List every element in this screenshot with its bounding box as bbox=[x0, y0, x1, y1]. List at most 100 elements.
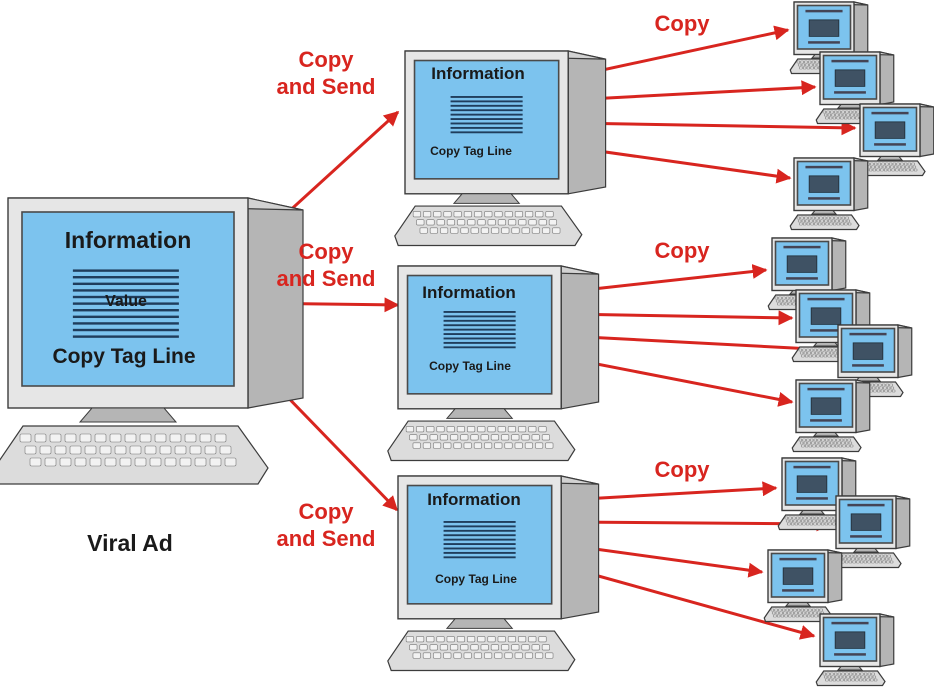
keyboard-key bbox=[826, 441, 830, 445]
keyboard-key bbox=[514, 652, 523, 659]
keyboard-key bbox=[851, 678, 855, 682]
keyboard-key bbox=[826, 216, 831, 220]
keyboard-key bbox=[884, 557, 889, 561]
screen-title-mark bbox=[805, 9, 843, 13]
keyboard-key bbox=[888, 389, 892, 393]
keyboard-key bbox=[792, 516, 796, 520]
keyboard-key bbox=[531, 644, 540, 651]
keyboard-key bbox=[817, 522, 821, 526]
keyboard-key bbox=[828, 438, 833, 442]
keyboard-key bbox=[497, 426, 506, 433]
keyboard-key bbox=[412, 211, 421, 218]
keyboard-key bbox=[831, 113, 835, 117]
screen-text-line bbox=[72, 289, 179, 292]
keyboard-key bbox=[144, 445, 157, 455]
mid-2-information-text: Information bbox=[422, 283, 516, 302]
screen-text-line bbox=[443, 328, 516, 331]
keyboard-key bbox=[463, 442, 472, 449]
keyboard-key bbox=[433, 211, 442, 218]
keyboard-key bbox=[822, 441, 826, 445]
keyboard-key bbox=[851, 557, 855, 561]
keyboard-key bbox=[470, 227, 479, 234]
keyboard-key bbox=[790, 611, 795, 615]
keyboard-key bbox=[910, 168, 914, 172]
keyboard-key bbox=[841, 441, 845, 445]
keyboard-key bbox=[477, 219, 486, 226]
keyboard-key bbox=[497, 219, 506, 226]
keyboard-key bbox=[792, 302, 796, 306]
keyboard-key bbox=[443, 652, 452, 659]
keyboard-key bbox=[429, 434, 438, 441]
keyboard-key bbox=[849, 444, 854, 448]
small-computer-8 bbox=[791, 379, 871, 453]
keyboard-key bbox=[846, 219, 851, 223]
keyboard-key bbox=[878, 165, 883, 169]
send-label-2-line1: Copy bbox=[299, 239, 355, 264]
arrow-copy-5 bbox=[565, 264, 768, 294]
monitor-side bbox=[560, 265, 600, 410]
keyboard-key bbox=[831, 675, 835, 679]
keyboard-key bbox=[846, 444, 850, 448]
screen-tagline-mark bbox=[834, 91, 866, 94]
screen-tagline-mark bbox=[834, 653, 866, 656]
monitor-screen bbox=[21, 211, 235, 387]
mid-1-information-text: Information bbox=[431, 64, 525, 83]
mid-3-information-text: Information bbox=[427, 490, 521, 509]
monitor-stand bbox=[852, 548, 880, 553]
monitor-side bbox=[831, 237, 847, 292]
keyboard-key bbox=[810, 516, 815, 520]
keyboard-key bbox=[446, 219, 455, 226]
keyboard-key bbox=[850, 675, 854, 679]
keyboard-key bbox=[845, 110, 849, 114]
keyboard-key bbox=[806, 438, 810, 442]
keyboard-key bbox=[528, 426, 537, 433]
keyboard-key bbox=[873, 389, 877, 393]
keyboard-key bbox=[801, 63, 806, 67]
screen-window bbox=[810, 307, 842, 325]
keyboard-key bbox=[844, 441, 849, 445]
keyboard-key bbox=[832, 438, 836, 442]
keyboard-key bbox=[867, 165, 872, 169]
keyboard-key bbox=[841, 110, 845, 114]
keyboard-key bbox=[538, 636, 547, 643]
keyboard-key bbox=[791, 614, 796, 618]
keyboard-key bbox=[484, 652, 493, 659]
keyboard-key bbox=[848, 672, 853, 676]
keyboard-key bbox=[799, 516, 804, 520]
keyboard-key bbox=[811, 351, 815, 355]
screen-window bbox=[808, 19, 840, 37]
keyboard-key bbox=[796, 216, 801, 220]
keyboard-key bbox=[824, 219, 828, 223]
keyboard-key bbox=[815, 519, 820, 523]
keyboard-key bbox=[94, 433, 107, 443]
keyboard-key bbox=[826, 110, 830, 114]
keyboard-key bbox=[491, 227, 500, 234]
send-label-3-line1: Copy bbox=[299, 499, 355, 524]
keyboard-key bbox=[535, 652, 544, 659]
screen-tagline-mark bbox=[808, 197, 840, 200]
keyboard-key bbox=[889, 383, 893, 387]
keyboard-key bbox=[815, 60, 819, 64]
keyboard-key bbox=[876, 168, 880, 172]
keyboard-key bbox=[850, 113, 854, 117]
keyboard-key bbox=[790, 299, 795, 303]
keyboard-key bbox=[528, 636, 537, 643]
keyboard-key bbox=[828, 348, 833, 352]
keyboard-key bbox=[844, 222, 848, 226]
keyboard-key bbox=[801, 354, 805, 358]
keyboard-key bbox=[784, 614, 788, 618]
keyboard-key bbox=[801, 444, 805, 448]
keyboard-key bbox=[849, 554, 854, 558]
screen-text-line bbox=[72, 282, 179, 286]
keyboard-key bbox=[826, 351, 830, 355]
keyboard-key bbox=[521, 434, 530, 441]
keyboard-key bbox=[460, 434, 469, 441]
screen-tagline-mark bbox=[808, 41, 840, 44]
keyboard-key bbox=[841, 672, 845, 676]
screen-tagline-mark bbox=[810, 329, 842, 332]
small-computer-11 bbox=[763, 549, 843, 623]
keyboard-key bbox=[794, 522, 799, 526]
keyboard-key bbox=[832, 678, 837, 682]
keyboard-key bbox=[824, 348, 829, 352]
keyboard-key bbox=[881, 557, 885, 561]
